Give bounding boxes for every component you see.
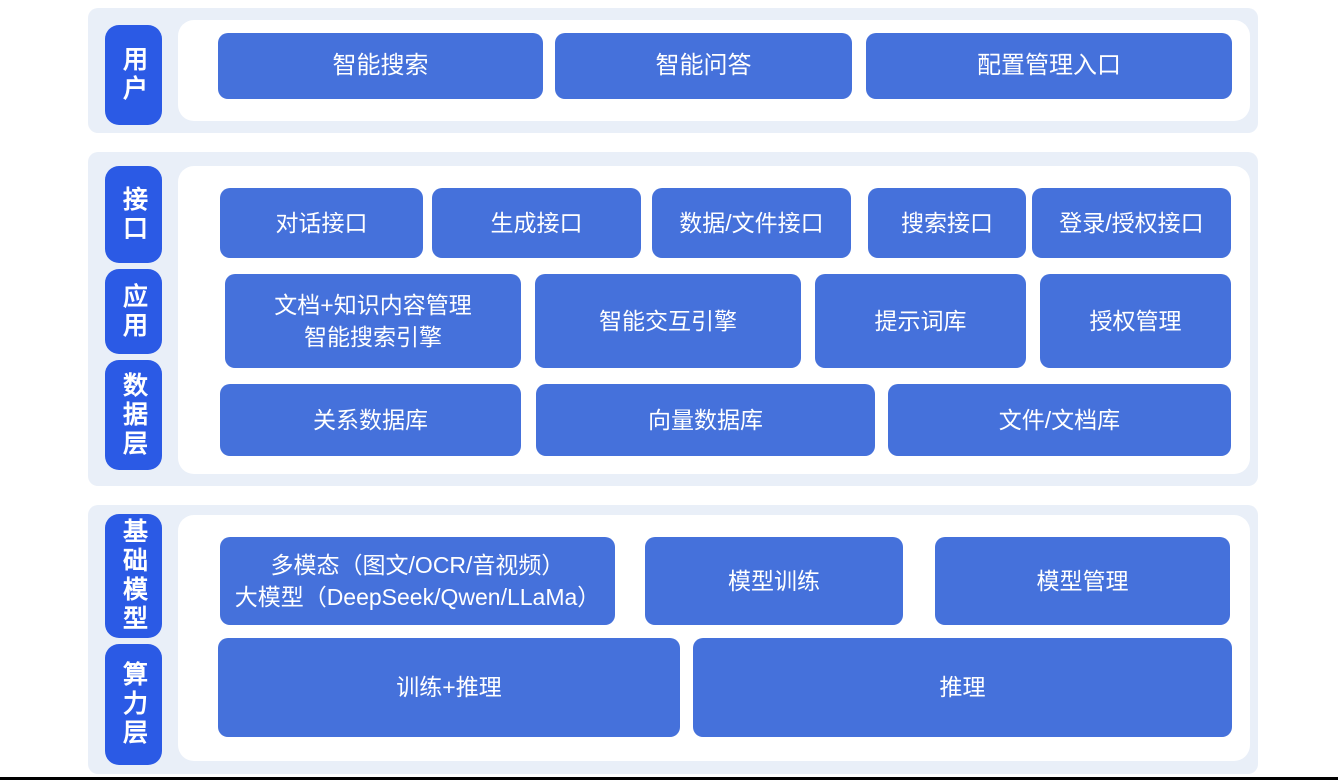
box-login-auth-api: 登录/授权接口 [1032,188,1231,258]
layer-label-compute: 算力层 [105,644,162,765]
box-data-file-api: 数据/文件接口 [652,188,851,258]
box-inference: 推理 [693,638,1232,737]
layer-label-interface: 接口 [105,166,162,263]
box-doc-knowledge-search-engine: 文档+知识内容管理 智能搜索引擎 [225,274,521,368]
box-model-management: 模型管理 [935,537,1230,625]
box-dialog-api: 对话接口 [220,188,423,258]
box-smart-search: 智能搜索 [218,33,543,99]
layer-label-application: 应用 [105,269,162,354]
box-multimodal-llm: 多模态（图文/OCR/音视频） 大模型（DeepSeek/Qwen/LLaMa） [220,537,615,625]
layer-label-data: 数据层 [105,360,162,470]
box-search-api: 搜索接口 [868,188,1026,258]
layer-label-foundation-model: 基础模型 [105,514,162,638]
box-generate-api: 生成接口 [432,188,641,258]
box-smart-qa: 智能问答 [555,33,852,99]
layer-label-user: 用户 [105,25,162,125]
box-model-training: 模型训练 [645,537,903,625]
box-prompt-library: 提示词库 [815,274,1026,368]
box-config-entry: 配置管理入口 [866,33,1232,99]
box-relational-db: 关系数据库 [220,384,521,456]
box-file-doc-store: 文件/文档库 [888,384,1231,456]
box-interaction-engine: 智能交互引擎 [535,274,801,368]
box-auth-management: 授权管理 [1040,274,1231,368]
box-training-inference: 训练+推理 [218,638,680,737]
bottom-border-line [0,777,1338,780]
box-vector-db: 向量数据库 [536,384,875,456]
